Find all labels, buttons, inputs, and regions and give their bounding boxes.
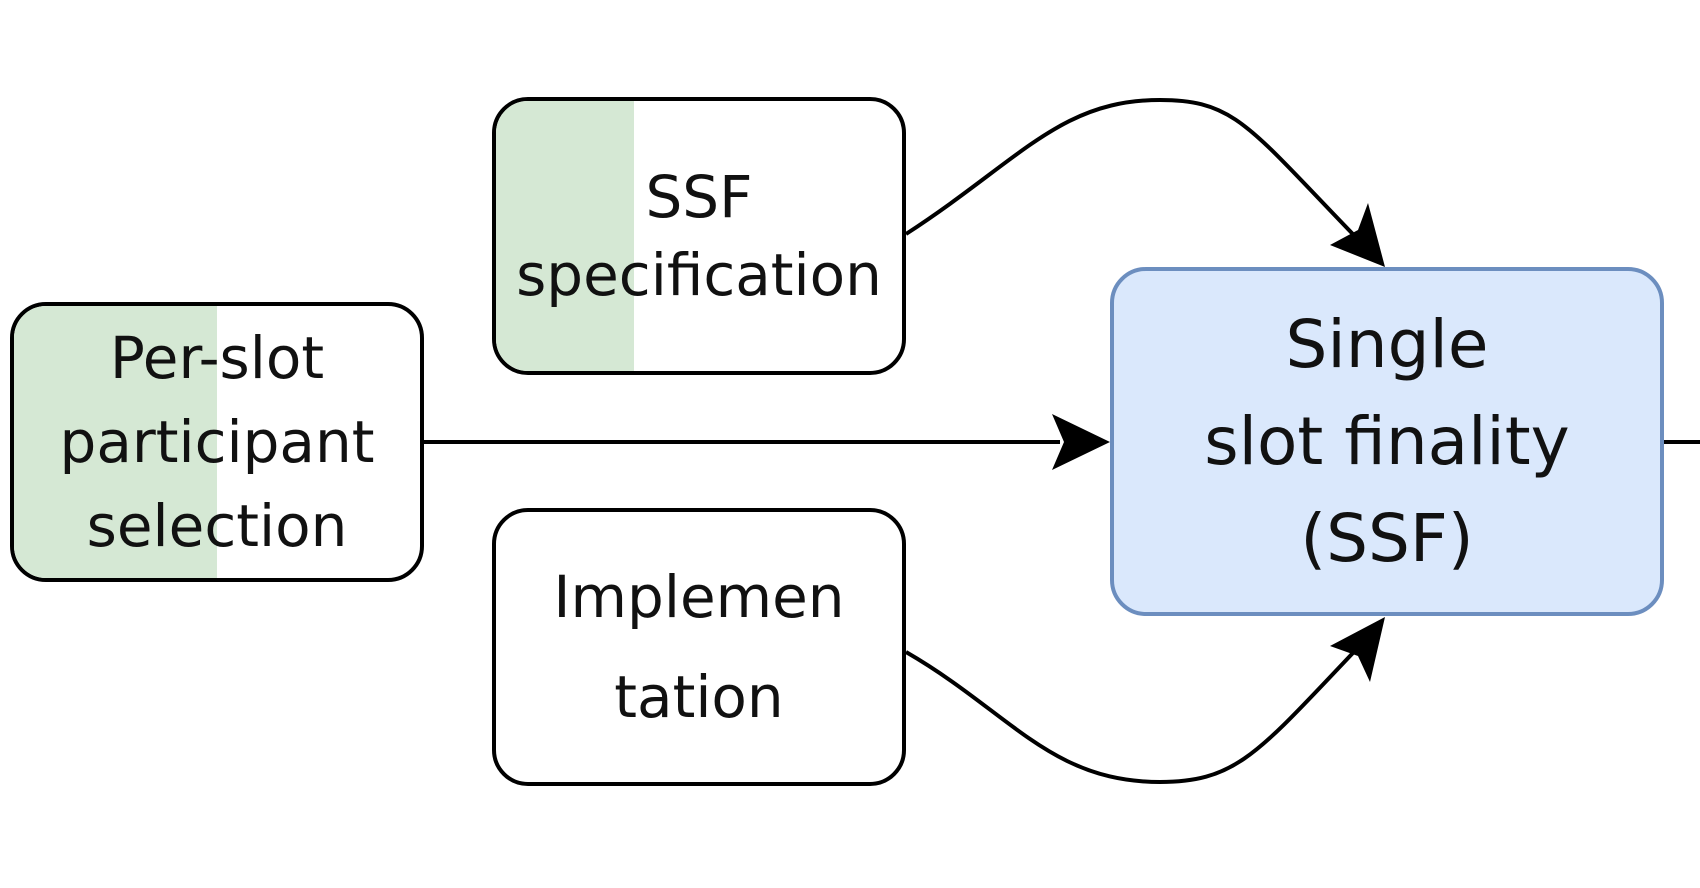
node-label: Per-slot participant selection [60, 316, 375, 568]
node-implementation: Implemen tation [492, 508, 906, 786]
node-label: SSF specification [516, 158, 882, 314]
node-per-slot-participant-selection: Per-slot participant selection [10, 302, 424, 582]
node-single-slot-finality: Single slot finality (SSF) [1110, 267, 1664, 616]
node-progress-fill [496, 101, 635, 371]
edge-impl-to-ssf [904, 633, 1372, 785]
node-label-line: tation [614, 663, 784, 731]
node-label-line: Implemen [553, 563, 845, 631]
node-label-line: Per-slot [109, 324, 325, 392]
node-label-line: SSF [645, 163, 753, 231]
node-label-line: slot finality [1204, 403, 1570, 480]
node-label-line: participant [59, 408, 375, 476]
edge-ssf-spec-to-ssf [904, 97, 1382, 264]
node-ssf-specification: SSF specification [492, 97, 906, 375]
edge-ssf-spec-arrowhead [1330, 203, 1385, 267]
node-progress-fill [14, 306, 217, 578]
node-label-line: (SSF) [1300, 500, 1474, 577]
node-label-line: selection [86, 492, 348, 560]
node-label-line: Single [1285, 306, 1489, 383]
node-label: Implemen tation [553, 547, 844, 747]
edge-impl-arrowhead [1330, 617, 1385, 682]
edge-per-slot-arrowhead [1052, 414, 1110, 470]
node-label: Single slot finality (SSF) [1204, 296, 1569, 587]
node-label-line: specification [516, 241, 882, 309]
